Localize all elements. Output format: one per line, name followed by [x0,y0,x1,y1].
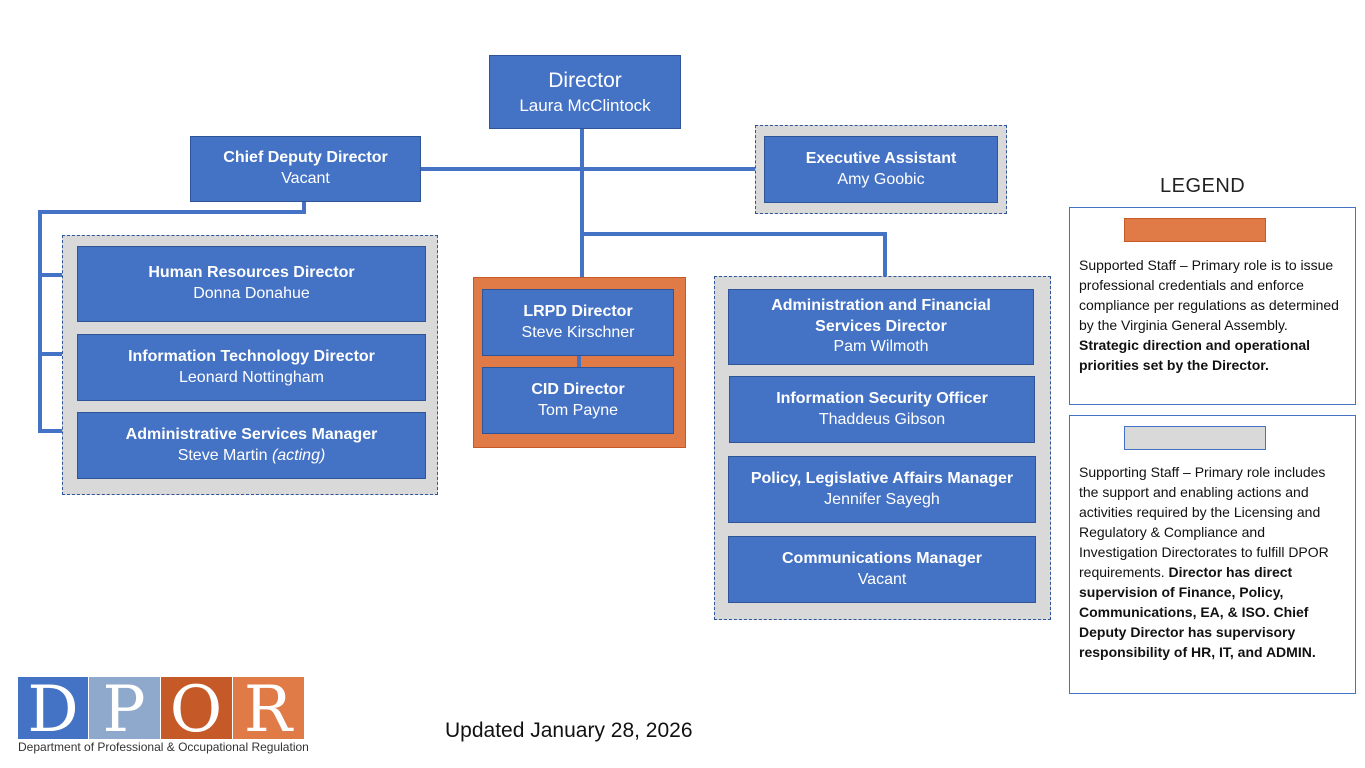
logo-letter-r: R [244,677,294,739]
comms-box: Communications Manager Vacant [728,536,1036,603]
chief-deputy-name: Vacant [281,170,330,187]
hr-box: Human Resources Director Donna Donahue [77,246,426,322]
connector-deputy-ea [420,167,764,171]
logo-letter-p: P [102,677,145,739]
cid-name: Tom Payne [537,401,619,419]
it-title: Information Technology Director [128,347,375,365]
policy-box: Policy, Legislative Affairs Manager Jenn… [728,456,1036,523]
admin-services-box: Administrative Services Manager Steve Ma… [77,412,426,479]
legend-supporting-bold: Director has direct supervision of Finan… [1079,564,1316,660]
iso-name: Thaddeus Gibson [818,410,946,428]
iso-box: Information Security Officer Thaddeus Gi… [729,376,1035,443]
policy-title: Policy, Legislative Affairs Manager [750,469,1014,487]
updated-date: Updated January 28, 2026 [445,719,693,742]
logo-letter-d: D [27,677,78,739]
connector-branch-right [580,232,886,236]
admin-services-name-line: Steve Martin (acting) [178,446,326,467]
connector-deputy-down [302,201,306,212]
hr-title: Human Resources Director [148,264,355,282]
legend-supporting-text: Supporting Staff – Primary role includes… [1079,462,1341,662]
admin-services-title: Administrative Services Manager [125,425,378,443]
exec-assistant-name: Amy Goobic [837,170,925,188]
logo-letter-o: O [170,677,222,739]
hr-name: Donna Donahue [193,285,310,302]
exec-assistant-box: Executive Assistant Amy Goobic [764,136,998,203]
afs-title: Administration and Financial Services Di… [771,296,991,335]
afs-name: Pam Wilmoth [833,338,929,356]
chief-deputy-box: Chief Deputy Director Vacant [190,136,421,202]
it-box: Information Technology Director Leonard … [77,334,426,401]
legend-supported-bold: Strategic direction and operational prio… [1079,337,1311,373]
connector-director-down [580,129,584,289]
afs-box: Administration and Financial Services Di… [728,289,1034,365]
cid-title: CID Director [531,380,625,398]
legend-supporting-desc: Supporting Staff – Primary role includes… [1079,464,1329,580]
legend-supported-desc: Supported Staff – Primary role is to iss… [1079,257,1339,333]
cid-box: CID Director Tom Payne [482,367,674,434]
director-name: Laura McClintock [519,95,651,115]
legend-supporting-swatch [1124,426,1266,450]
dpor-logo-graphic: D P O R [18,673,304,747]
comms-title: Communications Manager [781,549,983,567]
comms-name: Vacant [857,570,907,588]
lrpd-title: LRPD Director [523,302,633,320]
it-name: Leonard Nottingham [179,368,324,386]
connector-deputy-left [38,210,306,214]
chief-deputy-title: Chief Deputy Director [223,149,388,167]
legend-supporting-box [1069,415,1356,694]
connector-to-afs [883,232,887,290]
connector-to-admin [38,429,78,433]
logo-caption: Department of Professional & Occupationa… [18,740,309,754]
connector-to-it [38,352,78,356]
admin-services-note: (acting) [271,446,326,464]
iso-title: Information Security Officer [776,389,988,407]
legend-title: LEGEND [1160,175,1246,197]
lrpd-name: Steve Kirschner [521,323,635,341]
admin-services-name: Steve Martin [177,446,268,464]
connector-left-vertical [38,210,42,432]
connector-lrpd-cid [577,355,581,369]
connector-to-hr [38,273,78,277]
director-title: Director [548,69,622,93]
exec-assistant-title: Executive Assistant [805,149,957,167]
legend-supported-swatch [1124,218,1266,242]
dpor-logo: D P O R [18,673,304,747]
director-box: Director Laura McClintock [489,55,681,129]
lrpd-box: LRPD Director Steve Kirschner [482,289,674,356]
legend-supported-text: Supported Staff – Primary role is to iss… [1079,255,1351,375]
policy-name: Jennifer Sayegh [824,490,940,508]
